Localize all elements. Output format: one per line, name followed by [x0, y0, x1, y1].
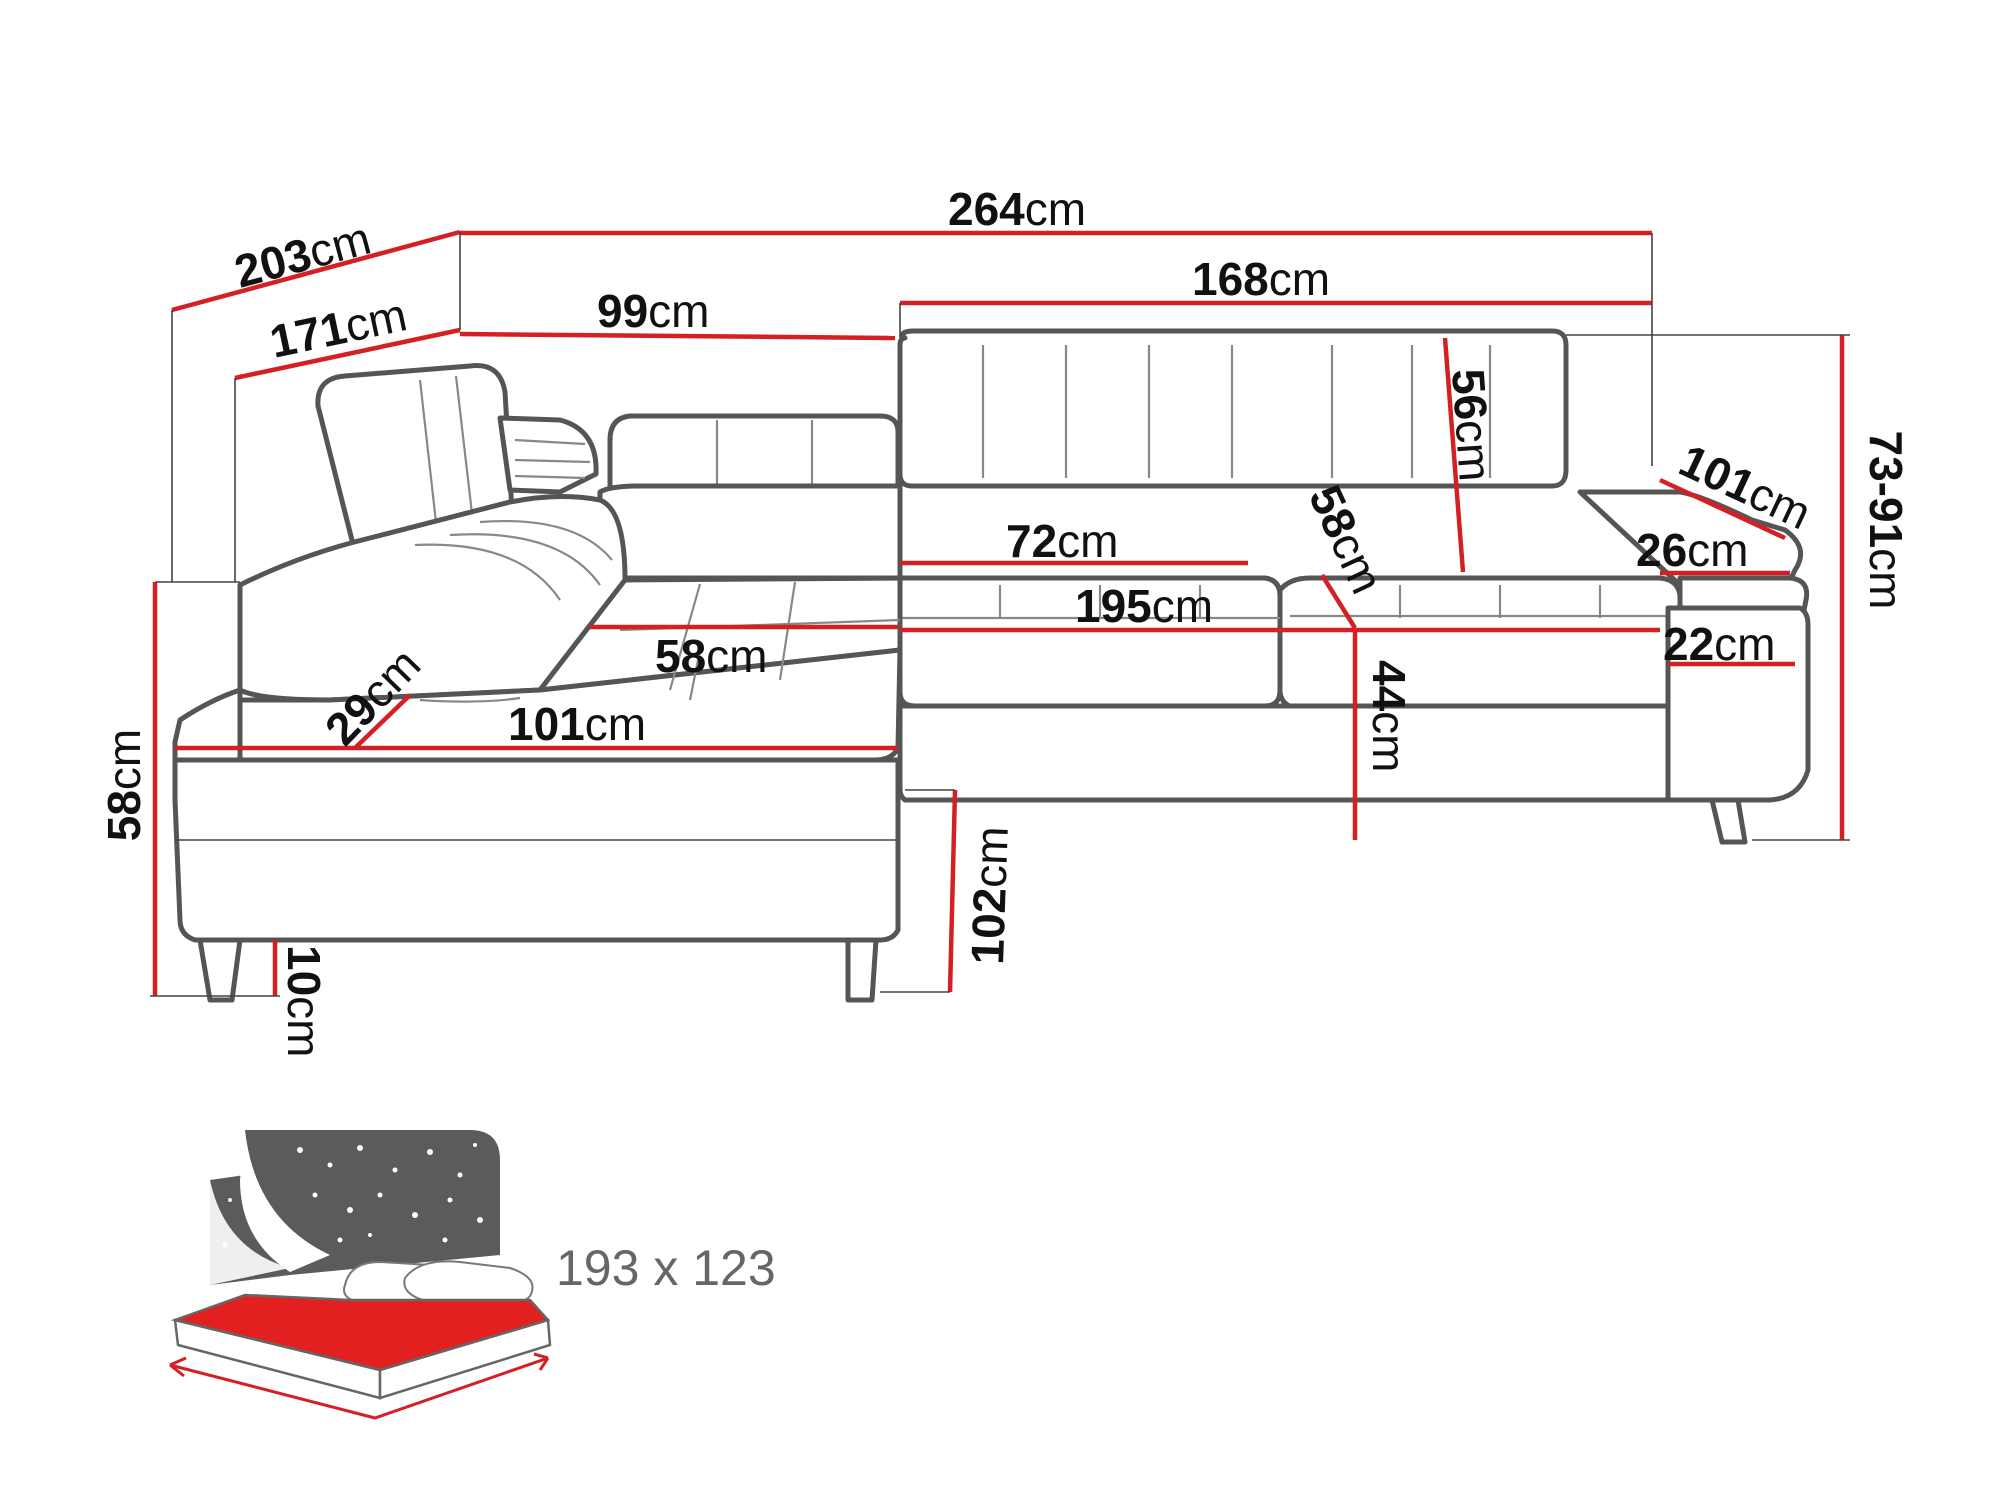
- label-chaise-back-width: 58cm: [655, 630, 768, 682]
- bed-size-label: 193 x 123: [556, 1240, 776, 1296]
- label-seat-width: 195cm: [1075, 580, 1213, 632]
- label-seat-height: 44cm: [1363, 660, 1415, 773]
- label-leg-height: 10cm: [278, 945, 330, 1058]
- label-main-back: 168cm: [1192, 253, 1330, 305]
- label-total-width: 264cm: [948, 183, 1086, 235]
- corner-sofa-drawing: [172, 328, 1811, 1003]
- sleeping-area-icon: [169, 1130, 552, 1420]
- extension-lines: [150, 232, 1850, 997]
- label-corner-back: 99cm: [597, 285, 710, 337]
- label-total-depth: 203cm: [229, 212, 376, 298]
- label-armrest-height: 22cm: [1663, 618, 1776, 670]
- dimension-lines: [152, 229, 1845, 996]
- label-overall-height: 58cm: [98, 729, 150, 842]
- label-chaise-width: 101cm: [508, 698, 646, 750]
- stars: [222, 1143, 483, 1248]
- label-chaise-length: 102cm: [961, 826, 1018, 966]
- label-height-range: 73-91cm: [1860, 431, 1912, 610]
- label-seat-back-width: 72cm: [1006, 515, 1119, 567]
- label-armrest-width: 26cm: [1636, 524, 1749, 576]
- label-headrest-height: 56cm: [1442, 367, 1502, 483]
